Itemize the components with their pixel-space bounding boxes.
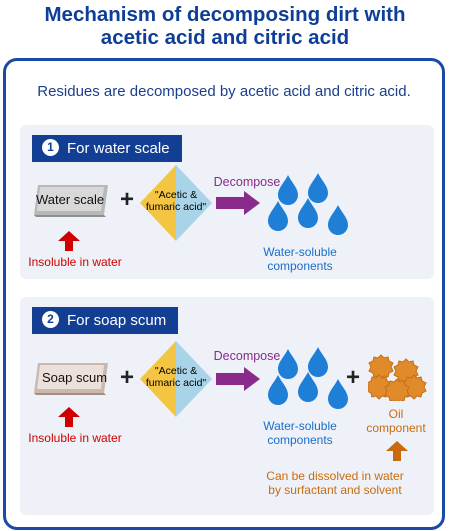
extra-label: Oil component xyxy=(366,407,426,435)
plus-sign: + xyxy=(120,186,135,213)
dirt-label: Water scale xyxy=(36,192,105,207)
diagram-title: Mechanism of decomposing dirt with aceti… xyxy=(0,0,450,52)
oil-blobs-icon xyxy=(368,354,427,401)
section-heading: For water scale xyxy=(67,140,170,157)
water-drops-icon xyxy=(268,347,348,409)
section-heading: For soap scum xyxy=(67,312,167,329)
reagent-diamond-icon xyxy=(140,341,212,417)
reagent-label: "Acetic & fumaric acid" xyxy=(145,365,207,389)
up-arrow-icon xyxy=(58,407,80,427)
section-number-badge: 1 xyxy=(42,139,59,156)
reagent-label: "Acetic & fumaric acid" xyxy=(145,189,207,213)
up-arrow-icon xyxy=(386,441,408,461)
dirt-note: Insoluble in water xyxy=(28,255,122,269)
section-soap-scum: 2 For soap scum Soap scum Insoluble in wa… xyxy=(20,297,434,515)
decompose-label: Decompose xyxy=(213,349,281,363)
result-label: Water-soluble components xyxy=(263,245,337,273)
decompose-label: Decompose xyxy=(213,175,281,189)
title-line-2: acetic acid and citric acid xyxy=(100,26,350,49)
title-line-1: Mechanism of decomposing dirt with xyxy=(44,3,406,26)
soap-scum-block-icon xyxy=(34,363,108,395)
diagram-frame: Residues are decomposed by acetic acid a… xyxy=(3,58,445,530)
plus-sign: + xyxy=(120,364,135,391)
decompose-arrow-icon xyxy=(216,367,260,391)
dirt-label: Soap scum xyxy=(42,370,108,385)
water-drops-icon xyxy=(268,173,348,235)
plus-sign: + xyxy=(346,364,361,391)
water-scale-block-icon xyxy=(34,185,108,217)
section-header: 2 For soap scum xyxy=(32,307,179,334)
result-label: Water-soluble components xyxy=(263,419,337,447)
decompose-arrow-icon xyxy=(216,191,260,215)
section-water-scale: 1 For water scale Water scale Insoluble i… xyxy=(20,125,434,279)
section-number-badge: 2 xyxy=(42,311,59,328)
reagent-diamond-icon xyxy=(140,165,212,241)
extra-note: Can be dissolved in water by surfactant … xyxy=(266,469,404,497)
intro-text: Residues are decomposed by acetic acid a… xyxy=(37,83,411,100)
dirt-note: Insoluble in water xyxy=(28,431,122,445)
section-header: 1 For water scale xyxy=(32,135,182,162)
up-arrow-icon xyxy=(58,231,80,251)
